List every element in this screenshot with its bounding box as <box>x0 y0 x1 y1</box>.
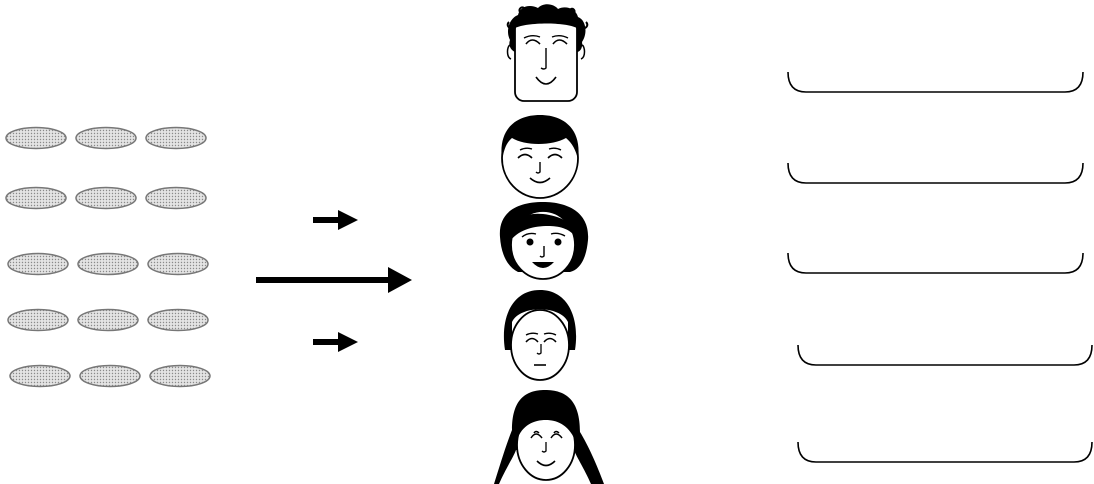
answer-blank-5[interactable] <box>797 441 1093 463</box>
seed-icon <box>147 252 209 276</box>
boy-face-icon <box>503 290 577 381</box>
seed-icon <box>9 364 71 388</box>
seed-icon <box>145 186 207 210</box>
arrow-small-top <box>313 210 358 230</box>
seed-icon <box>5 186 67 210</box>
seed-icon <box>7 308 69 332</box>
answer-blank-2[interactable] <box>787 162 1084 184</box>
seed-icon <box>7 252 69 276</box>
arrow-small-bottom <box>313 332 358 352</box>
seed-icon <box>77 308 139 332</box>
seed-icon <box>149 364 211 388</box>
seed-icon <box>75 186 137 210</box>
mother-face-icon <box>499 202 589 280</box>
seed-icon <box>145 126 207 150</box>
seed-icon <box>77 252 139 276</box>
girl-face-icon <box>494 390 604 484</box>
father-face-icon <box>501 115 579 199</box>
answer-blank-1[interactable] <box>787 71 1084 93</box>
seed-icon <box>147 308 209 332</box>
arrow-large <box>256 267 412 293</box>
seed-grid <box>5 126 211 388</box>
seed-icon <box>75 126 137 150</box>
seed-icon <box>79 364 141 388</box>
answer-blank-4[interactable] <box>797 344 1093 366</box>
seed-icon <box>5 126 67 150</box>
answer-blank-3[interactable] <box>787 252 1084 274</box>
grandfather-face-icon <box>506 4 589 102</box>
